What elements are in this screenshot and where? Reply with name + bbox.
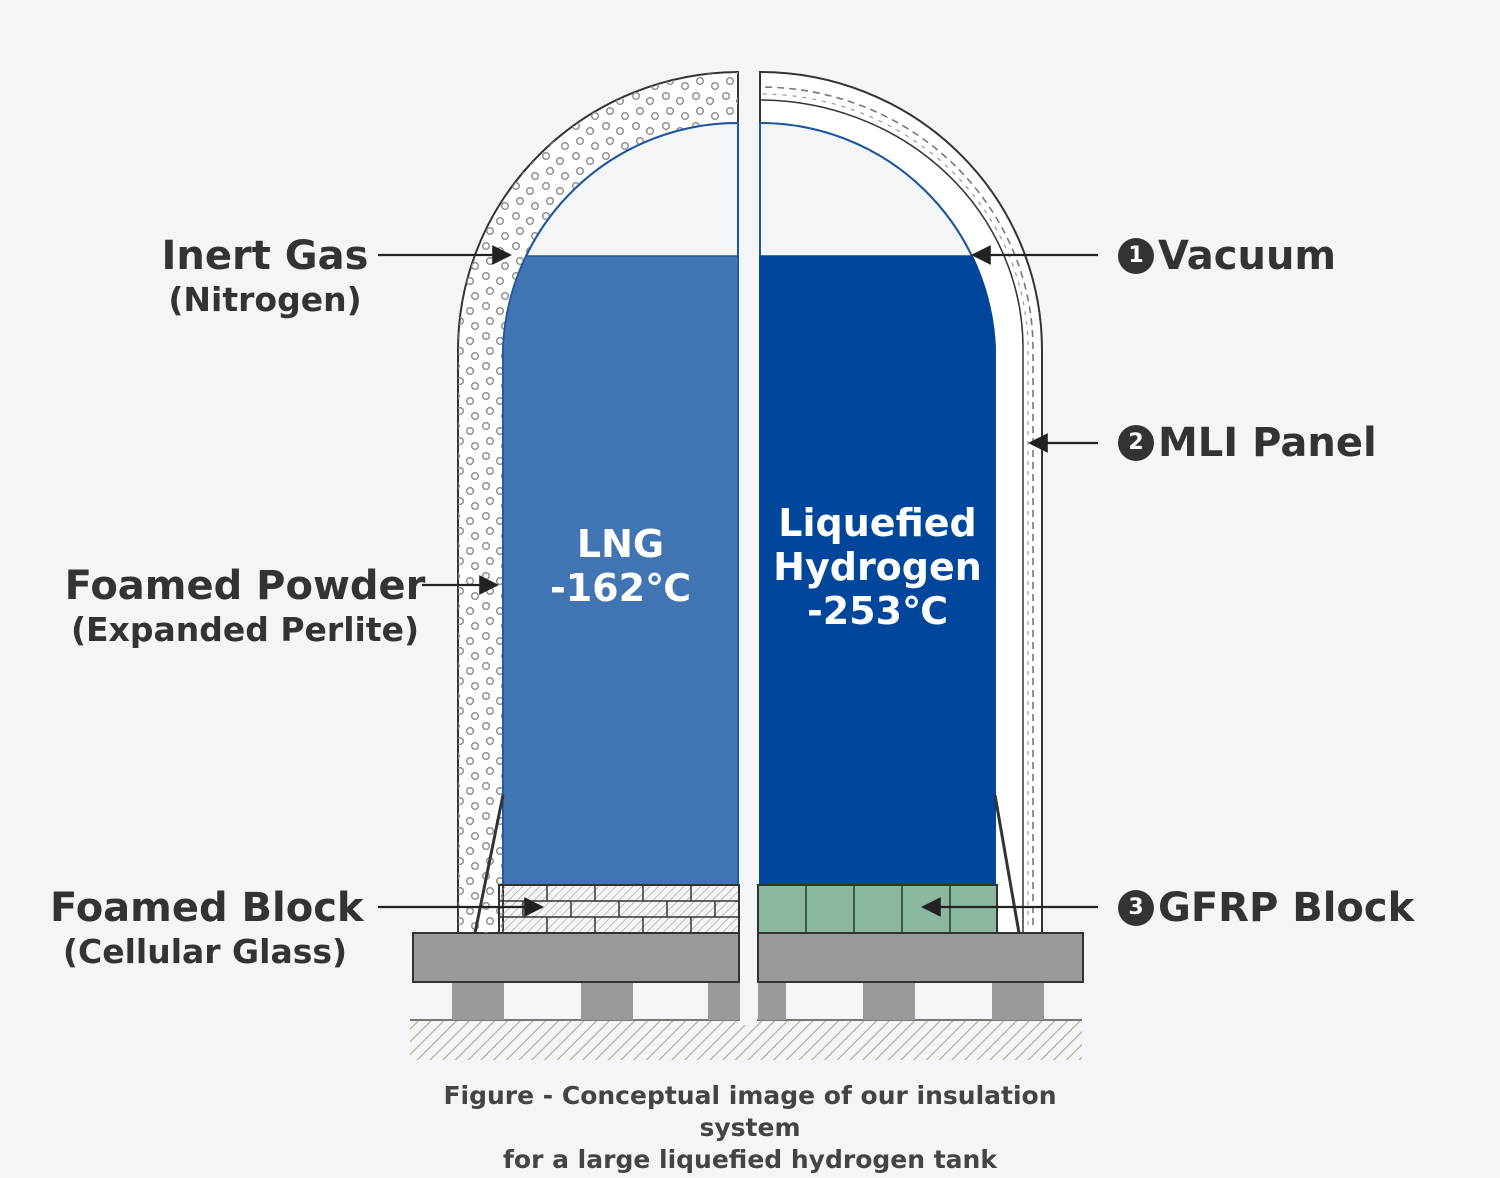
lng-temp: -162℃ (549, 566, 692, 610)
label-mli-text: MLI Panel (1158, 420, 1377, 466)
hydrogen-liquid (759, 255, 996, 886)
label-inert-gas-title: Inert Gas (161, 233, 369, 279)
lng-text: LNG -162℃ (503, 522, 738, 610)
hydrogen-text: Liquefied Hydrogen -253℃ (760, 501, 995, 633)
label-foamed-block: Foamed Block (Cellular Glass) (50, 884, 364, 972)
caption-line-2: for a large liquefied hydrogen tank (503, 1145, 997, 1174)
lng-name: LNG (576, 522, 665, 566)
numbered-circle-icon: 2 (1118, 425, 1154, 461)
ground (410, 1020, 1082, 1060)
label-inert-gas-sub: (Nitrogen) (168, 280, 362, 319)
label-mli-panel: 2 MLI Panel (1118, 419, 1377, 467)
label-gfrp-block: 3 GFRP Block (1118, 884, 1414, 932)
gfrp-block (757, 884, 998, 934)
hydrogen-temp: -253℃ (806, 589, 949, 633)
center-divider (740, 60, 757, 1025)
support-pillars (452, 982, 1044, 1020)
label-foamed-block-title: Foamed Block (50, 885, 364, 931)
label-vacuum-text: Vacuum (1158, 233, 1337, 279)
mli-panel (759, 99, 1024, 933)
foundation-right (757, 932, 1084, 983)
caption-line-1: Figure - Conceptual image of our insulat… (443, 1081, 1057, 1142)
label-foamed-block-sub: (Cellular Glass) (62, 932, 348, 971)
foundation-left (412, 932, 740, 983)
label-inert-gas: Inert Gas (Nitrogen) (140, 232, 390, 320)
label-gfrp-text: GFRP Block (1158, 885, 1415, 931)
label-foamed-powder: Foamed Powder (Expanded Perlite) (60, 562, 430, 650)
numbered-circle-icon: 1 (1118, 238, 1154, 274)
label-foamed-powder-sub: (Expanded Perlite) (70, 610, 420, 649)
hydrogen-name-2: Hydrogen (773, 545, 982, 589)
label-foamed-powder-title: Foamed Powder (64, 563, 426, 609)
label-vacuum: 1 Vacuum (1118, 232, 1336, 280)
lng-liquid (502, 255, 739, 886)
foamed-block (498, 884, 740, 934)
figure-caption: Figure - Conceptual image of our insulat… (400, 1080, 1100, 1176)
numbered-circle-icon: 3 (1118, 890, 1154, 926)
hydrogen-name-1: Liquefied (778, 501, 977, 545)
